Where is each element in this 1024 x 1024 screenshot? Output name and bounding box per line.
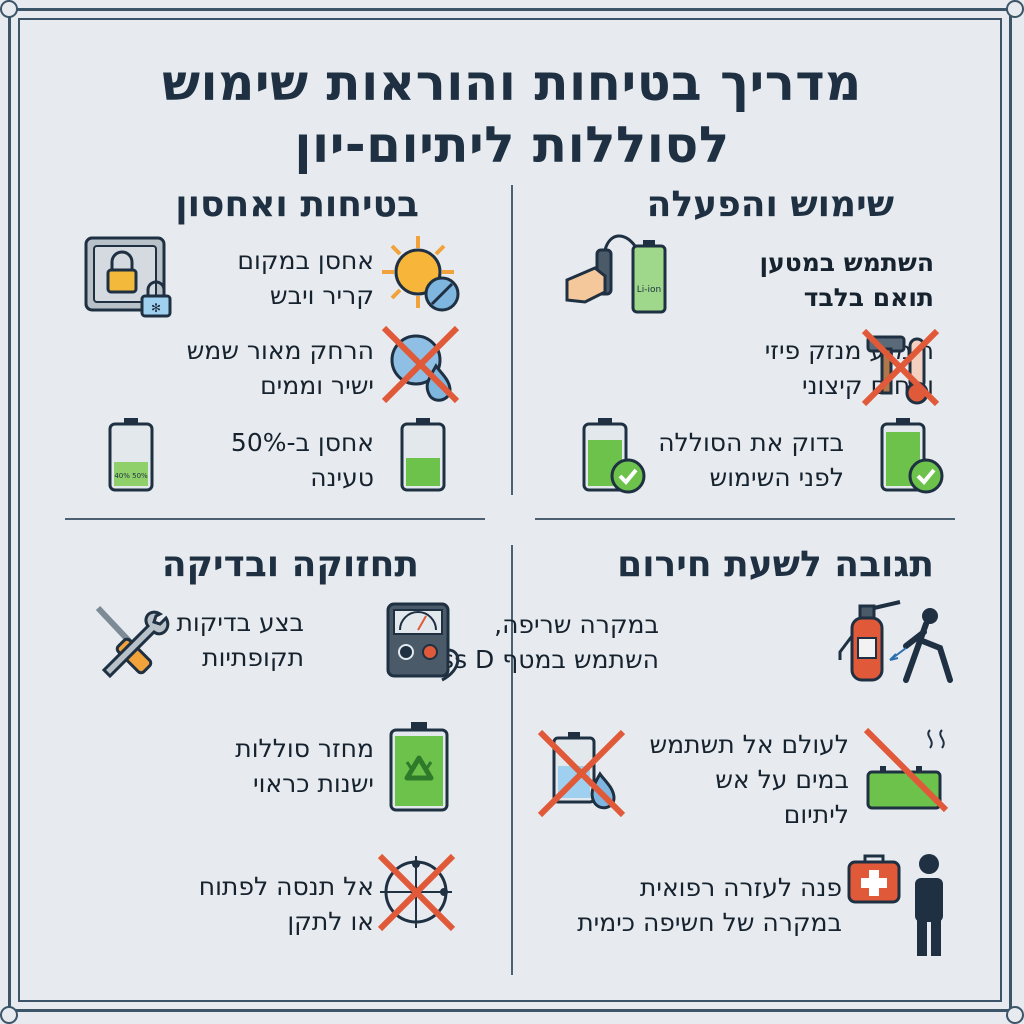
no-fire-battery-icon	[863, 727, 949, 813]
battery-percent-label: 40% 50%	[114, 472, 148, 480]
emergency-heading: תגובה לשעת חירום	[617, 544, 934, 585]
divider-vertical-top	[511, 185, 513, 495]
usage-item-3-text: בדוק את הסוללה לפני השימוש	[658, 428, 844, 492]
maintenance-item-3-text: אל תנסה לפתוח או לתקן	[198, 872, 374, 936]
multimeter-icon	[386, 602, 460, 682]
storage-item-3-text: אחסן ב-50% טעינה	[230, 428, 374, 492]
corner-ornament	[0, 0, 18, 18]
battery-check-icon	[582, 418, 646, 494]
usage-heading: שימוש והפעלה	[646, 184, 894, 225]
inner-frame	[18, 18, 1002, 1002]
svg-text:✻: ✻	[151, 301, 161, 315]
battery-check-icon	[880, 418, 944, 494]
battery-50-label-icon: 40% 50%	[108, 418, 154, 492]
emergency-item-2-text: לעולם אל תשתמש במים על אש ליתיום	[649, 730, 849, 829]
page-title: מדריך בטיחות והוראות שימוש לסוללות ליתיו…	[0, 52, 1024, 176]
divider-horizontal-left	[65, 518, 485, 520]
no-water-on-battery-icon	[537, 729, 626, 818]
corner-ornament	[0, 1006, 18, 1024]
no-disassemble-icon	[377, 853, 456, 932]
usage-item-1-text: השתמש במטען תואם בלבד	[759, 248, 934, 312]
divider-horizontal-right	[535, 518, 955, 520]
charger-plug-icon: Li-ion	[565, 234, 667, 314]
storage-item-2-text: הרחק מאור שמש ישיר וממים	[186, 336, 374, 400]
first-aid-person-icon	[847, 854, 943, 956]
storage-item-1-text: אחסן במקום קריר ויבש	[237, 246, 374, 310]
maintenance-item-1-text: בצע בדיקות תקופתיות	[176, 608, 304, 672]
wrench-screwdriver-icon	[95, 605, 170, 679]
no-hammer-heat-icon	[861, 328, 940, 407]
title-line-2: לסוללות ליתיום-יון	[294, 116, 730, 174]
corner-ornament	[1006, 0, 1024, 18]
storage-heading: בטיחות ואחסון	[175, 184, 419, 225]
sun-no-water-icon	[382, 236, 460, 312]
safe-lock-icon: ✻	[84, 236, 172, 318]
charger-label: Li-ion	[637, 285, 661, 295]
maintenance-heading: תחזוקה ובדיקה	[161, 544, 419, 585]
corner-ornament	[1006, 1006, 1024, 1024]
emergency-item-3-text: פנה לעזרה רפואית במקרה של חשיפה כימית	[577, 873, 842, 937]
no-sun-water-icon	[381, 325, 460, 404]
maintenance-item-2-text: מחזר סוללות ישנות כראוי	[235, 734, 374, 798]
half-battery-icon	[400, 418, 446, 492]
recycle-battery-icon	[389, 722, 449, 812]
outer-frame	[8, 8, 1012, 1012]
divider-vertical-bottom	[511, 545, 513, 975]
fire-extinguisher-icon	[838, 600, 953, 683]
title-line-1: מדריך בטיחות והוראות שימוש	[162, 54, 862, 112]
